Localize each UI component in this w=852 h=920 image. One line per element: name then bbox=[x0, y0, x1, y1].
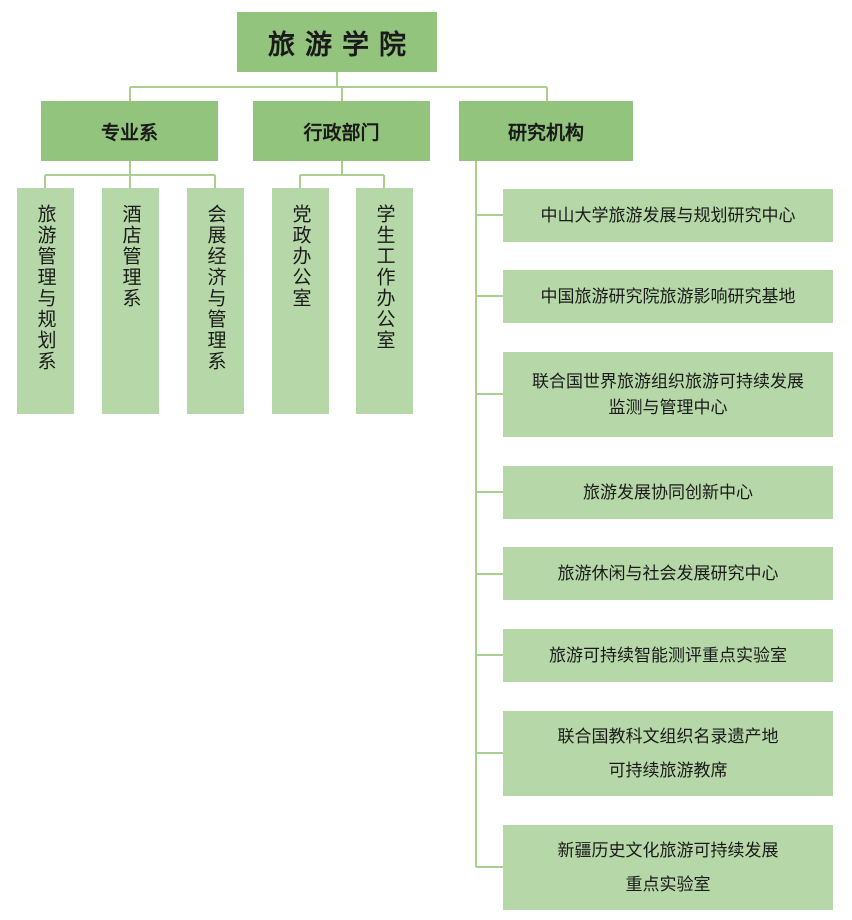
departments-label: 专业系 bbox=[100, 121, 158, 144]
department-hotel-management: 酒店管理系 bbox=[102, 188, 159, 414]
research-label: 中山大学旅游发展与规划研究中心 bbox=[540, 205, 796, 226]
research-center-4: 旅游发展协同创新中心 bbox=[503, 466, 833, 519]
department-label: 会展经济与管理系 bbox=[204, 204, 227, 372]
research-label: 联合国世界旅游组织旅游可持续发展 监测与管理中心 bbox=[532, 371, 804, 418]
research-center-1: 中山大学旅游发展与规划研究中心 bbox=[503, 189, 833, 242]
research-label: 研究机构 bbox=[507, 121, 584, 144]
research-label: 中国旅游研究院旅游影响研究基地 bbox=[540, 286, 796, 307]
root-label: 旅游学院 bbox=[268, 29, 416, 61]
research-node: 研究机构 bbox=[459, 101, 633, 161]
department-label: 旅游管理与规划系 bbox=[34, 204, 57, 372]
root-node: 旅游学院 bbox=[237, 12, 437, 72]
admin-party-office: 党政办公室 bbox=[272, 188, 329, 414]
admin-node: 行政部门 bbox=[253, 101, 430, 161]
research-label: 旅游休闲与社会发展研究中心 bbox=[557, 563, 779, 584]
research-label: 新疆历史文化旅游可持续发展 重点实验室 bbox=[557, 840, 779, 895]
research-label: 旅游可持续智能测评重点实验室 bbox=[549, 645, 787, 666]
research-center-2: 中国旅游研究院旅游影响研究基地 bbox=[503, 270, 833, 323]
research-center-7: 联合国教科文组织名录遗产地 可持续旅游教席 bbox=[503, 711, 833, 796]
department-label: 酒店管理系 bbox=[119, 204, 142, 309]
research-label: 旅游发展协同创新中心 bbox=[583, 482, 753, 503]
research-label: 联合国教科文组织名录遗产地 可持续旅游教席 bbox=[557, 726, 779, 781]
admin-label: 党政办公室 bbox=[289, 204, 312, 309]
admin-label: 学生工作办公室 bbox=[373, 204, 396, 351]
admin-label: 行政部门 bbox=[303, 121, 380, 144]
research-center-6: 旅游可持续智能测评重点实验室 bbox=[503, 629, 833, 682]
department-tourism-management: 旅游管理与规划系 bbox=[17, 188, 74, 414]
research-center-8: 新疆历史文化旅游可持续发展 重点实验室 bbox=[503, 825, 833, 910]
admin-student-affairs-office: 学生工作办公室 bbox=[356, 188, 413, 414]
department-exhibition-economics: 会展经济与管理系 bbox=[187, 188, 244, 414]
research-center-3: 联合国世界旅游组织旅游可持续发展 监测与管理中心 bbox=[503, 352, 833, 437]
departments-node: 专业系 bbox=[41, 101, 218, 161]
research-center-5: 旅游休闲与社会发展研究中心 bbox=[503, 547, 833, 600]
